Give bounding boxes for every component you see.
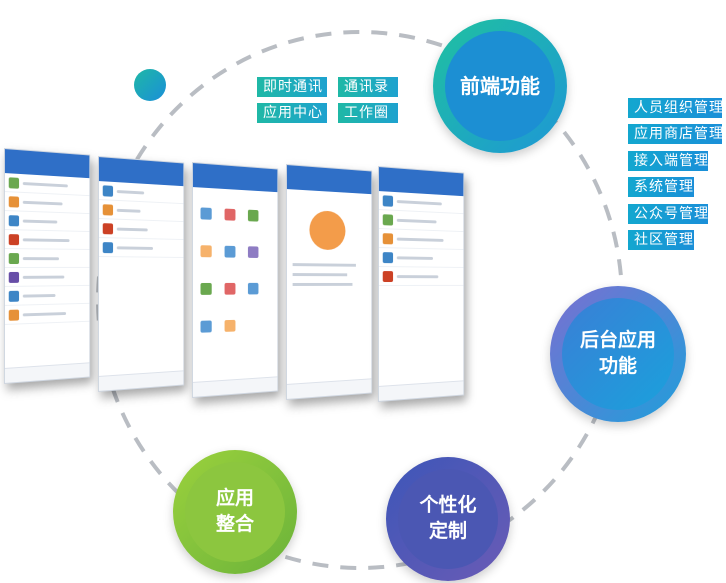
- integration-label-line1: 应用: [215, 487, 254, 510]
- integration-feature-circle: 应用 整合: [173, 450, 297, 574]
- tag-work-circle: 工作圈: [338, 103, 398, 123]
- decor-dot: [134, 69, 166, 101]
- tag-official-mgmt: 公众号管理: [628, 204, 708, 224]
- tag-org-mgmt: 人员组织管理: [628, 98, 723, 118]
- phone-contacts: [98, 156, 185, 392]
- phone-messages: [4, 148, 91, 384]
- frontend-feature-circle: 前端功能: [433, 19, 567, 153]
- backend-label-line1: 后台应用: [579, 329, 656, 352]
- tag-community-mgmt: 社区管理: [628, 230, 694, 250]
- integration-label-line2: 整合: [215, 513, 254, 535]
- custom-feature-circle: 个性化 定制: [386, 457, 510, 581]
- tag-contacts: 通讯录: [338, 77, 398, 97]
- backend-label-line2: 功能: [598, 355, 637, 377]
- tag-store-mgmt: 应用商店管理: [628, 124, 723, 144]
- custom-label-line2: 定制: [428, 520, 467, 542]
- frontend-label: 前端功能: [460, 73, 540, 98]
- phone-attendance: [286, 164, 373, 400]
- custom-label-line1: 个性化: [419, 494, 477, 517]
- backend-feature-circle: 后台应用 功能: [550, 286, 686, 422]
- tag-endpoint-mgmt: 接入端管理: [628, 151, 708, 171]
- tag-im: 即时通讯: [257, 77, 327, 97]
- tag-app-center: 应用中心: [257, 103, 327, 123]
- tag-system-mgmt: 系统管理: [628, 177, 694, 197]
- phone-app-center: [192, 162, 279, 398]
- phone-work-circle: [378, 166, 465, 402]
